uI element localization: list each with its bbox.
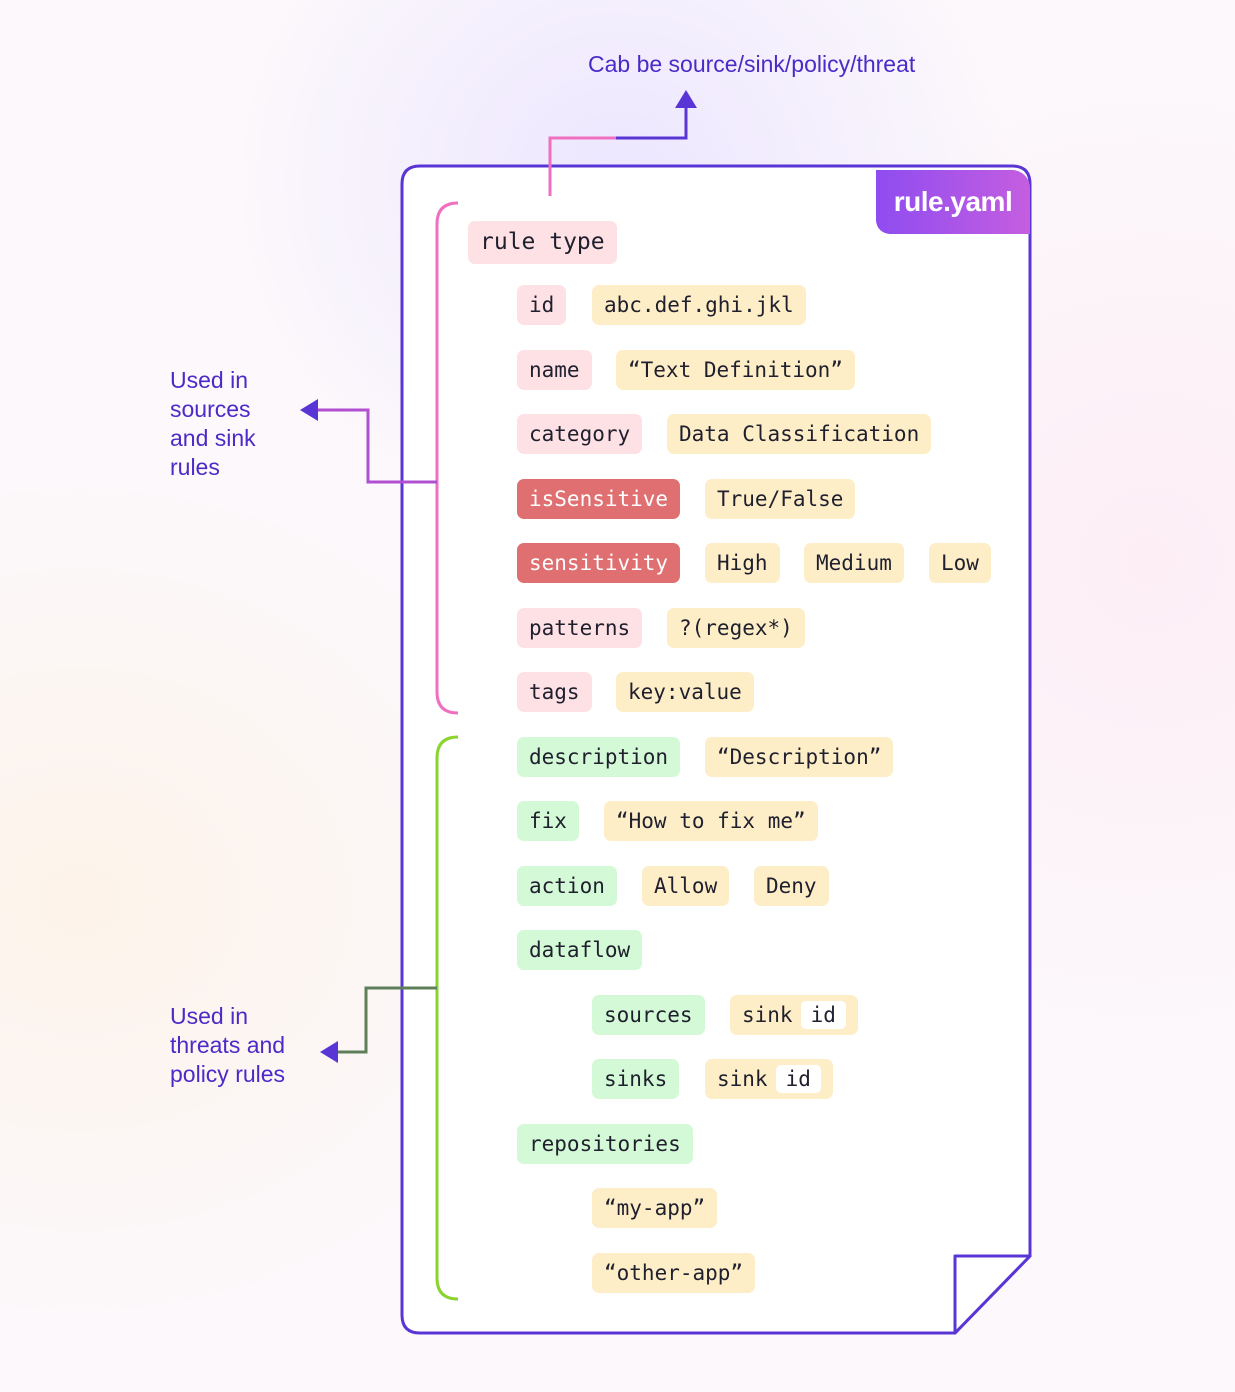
folded-corner	[953, 1254, 1032, 1335]
name-value: “Text Definition”	[616, 350, 855, 390]
green-bracket	[435, 735, 459, 1301]
category-value: Data Classification	[667, 414, 932, 454]
sensitivity-low: Low	[929, 543, 991, 583]
description-key: description	[517, 737, 681, 777]
name-key: name	[517, 350, 592, 390]
repository-other-app: “other-app”	[592, 1253, 756, 1293]
annotation-line: sources	[170, 396, 251, 422]
top-annotation: Cab be source/sink/policy/threat	[588, 51, 916, 77]
sensitivity-high: High	[705, 543, 780, 583]
sources-key: sources	[592, 995, 705, 1035]
sinks-id-chip: id	[775, 1065, 821, 1093]
tags-value: key:value	[616, 672, 754, 712]
threats-policy-annotation: Used in threats and policy rules	[170, 1002, 285, 1089]
fix-value: “How to fix me”	[604, 801, 818, 841]
annotation-line: rules	[170, 454, 220, 480]
repository-my-app: “my-app”	[592, 1188, 718, 1228]
patterns-key: patterns	[517, 608, 643, 648]
annotation-line: Used in	[170, 367, 248, 393]
green-bracket-connector	[338, 986, 437, 1054]
tags-key: tags	[517, 672, 592, 712]
id-value: abc.def.ghi.jkl	[592, 285, 806, 325]
patterns-value: ?(regex*)	[667, 608, 805, 648]
description-value: “Description”	[705, 737, 894, 777]
file-name-tab: rule.yaml	[876, 170, 1030, 234]
dataflow-key: dataflow	[517, 930, 643, 970]
pink-bracket	[435, 201, 459, 715]
sinks-key: sinks	[592, 1059, 680, 1099]
category-key: category	[517, 414, 643, 454]
action-key: action	[517, 866, 617, 906]
sources-sink-text: sink	[742, 1003, 793, 1027]
annotation-line: and sink	[170, 425, 256, 451]
pink-bracket-connector	[316, 408, 437, 484]
sensitivity-medium: Medium	[804, 543, 904, 583]
id-key: id	[517, 285, 567, 325]
sources-sink-annotation: Used in sources and sink rules	[170, 366, 256, 482]
sources-id-chip: id	[800, 1001, 846, 1029]
annotation-line: policy rules	[170, 1061, 286, 1087]
is-sensitive-value: True/False	[705, 479, 856, 519]
fix-key: fix	[517, 801, 579, 841]
rule-type-key: rule type	[468, 221, 617, 264]
top-connector-upper	[616, 104, 688, 140]
sensitivity-key: sensitivity	[517, 543, 681, 583]
annotation-line: Used in	[170, 1003, 248, 1029]
left-arrowhead-1	[300, 399, 318, 421]
action-allow: Allow	[642, 866, 730, 906]
action-deny: Deny	[754, 866, 829, 906]
is-sensitive-key: isSensitive	[517, 479, 681, 519]
left-arrowhead-2	[320, 1041, 338, 1063]
repositories-key: repositories	[517, 1124, 693, 1164]
top-arrowhead	[675, 90, 697, 108]
sinks-sink-text: sink	[717, 1067, 768, 1091]
annotation-line: threats and	[170, 1032, 286, 1058]
